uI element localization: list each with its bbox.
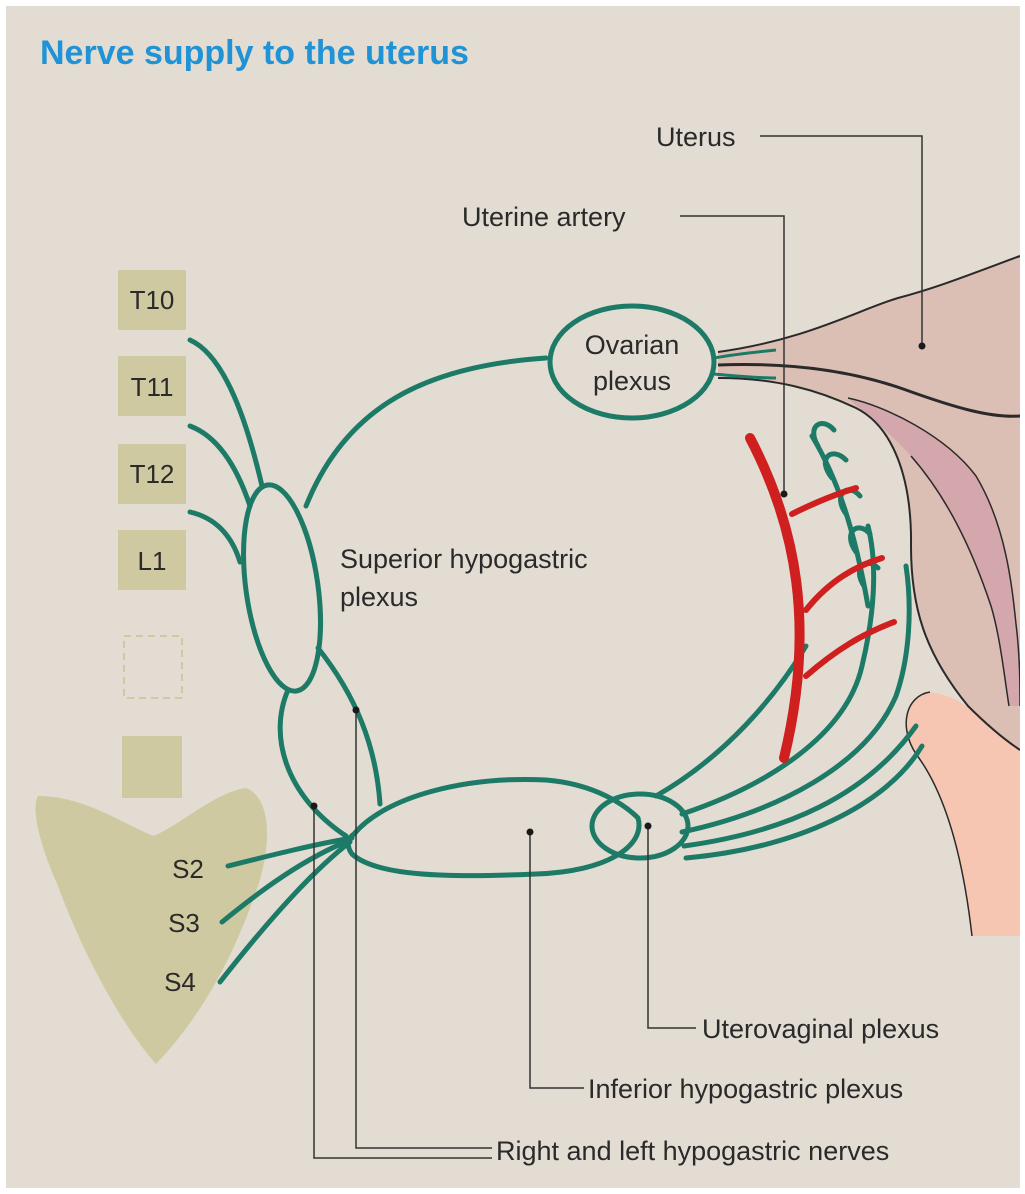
label-uterus: Uterus: [656, 122, 736, 152]
diagram-title: Nerve supply to the uterus: [40, 34, 469, 72]
label-inferior: Inferior hypogastric plexus: [588, 1074, 903, 1104]
ovarian-plexus: [550, 306, 714, 418]
inferior-hypogastric-plexus: [348, 779, 639, 875]
right-hypogastric-nerve: [280, 690, 346, 836]
left-hypogastric-nerve: [318, 648, 380, 804]
label-superior-line1: Superior hypogastric: [340, 544, 588, 574]
vertebra-label-t11: T11: [131, 372, 174, 402]
vertebra-label-t10: T10: [130, 285, 175, 315]
sacral-label-s3: S3: [168, 908, 200, 938]
nerve-t11-root: [190, 426, 250, 506]
nerve-diagram: Nerve supply to the uterus T10 T11 T12 L…: [6, 6, 1020, 1188]
nerve-fibre-2: [682, 526, 874, 814]
leader-lines: [314, 136, 922, 1158]
label-uterovaginal: Uterovaginal plexus: [702, 1014, 939, 1044]
nerve-t10-root: [190, 340, 262, 486]
vertebra-l5: [122, 736, 182, 798]
label-uterine-artery: Uterine artery: [462, 202, 626, 232]
diagram-canvas: Nerve supply to the uterus T10 T11 T12 L…: [6, 6, 1020, 1188]
vertebra-l2-dashed: [124, 636, 182, 698]
nerve-t12-root: [190, 512, 240, 562]
nerve-fibre-4: [684, 726, 916, 846]
leader-hypogastric: [314, 710, 492, 1158]
vertebra-label-l1: L1: [138, 546, 167, 576]
nerve-network: [190, 306, 922, 982]
nerve-fibre-1: [656, 646, 806, 796]
superior-hypogastric-plexus: [232, 480, 332, 696]
uterine-artery-branch-3: [806, 622, 894, 676]
nerve-to-ovarian: [306, 358, 546, 506]
vertebra-label-t12: T12: [130, 459, 175, 489]
sacral-label-s4: S4: [164, 967, 196, 997]
sacral-label-s2: S2: [172, 854, 204, 884]
sacrum: [35, 788, 267, 1064]
label-superior-line2: plexus: [340, 582, 418, 612]
label-ovarian-line2: plexus: [593, 366, 671, 396]
label-hypogastric-nerves: Right and left hypogastric nerves: [496, 1136, 889, 1166]
label-ovarian-line1: Ovarian: [585, 330, 680, 360]
